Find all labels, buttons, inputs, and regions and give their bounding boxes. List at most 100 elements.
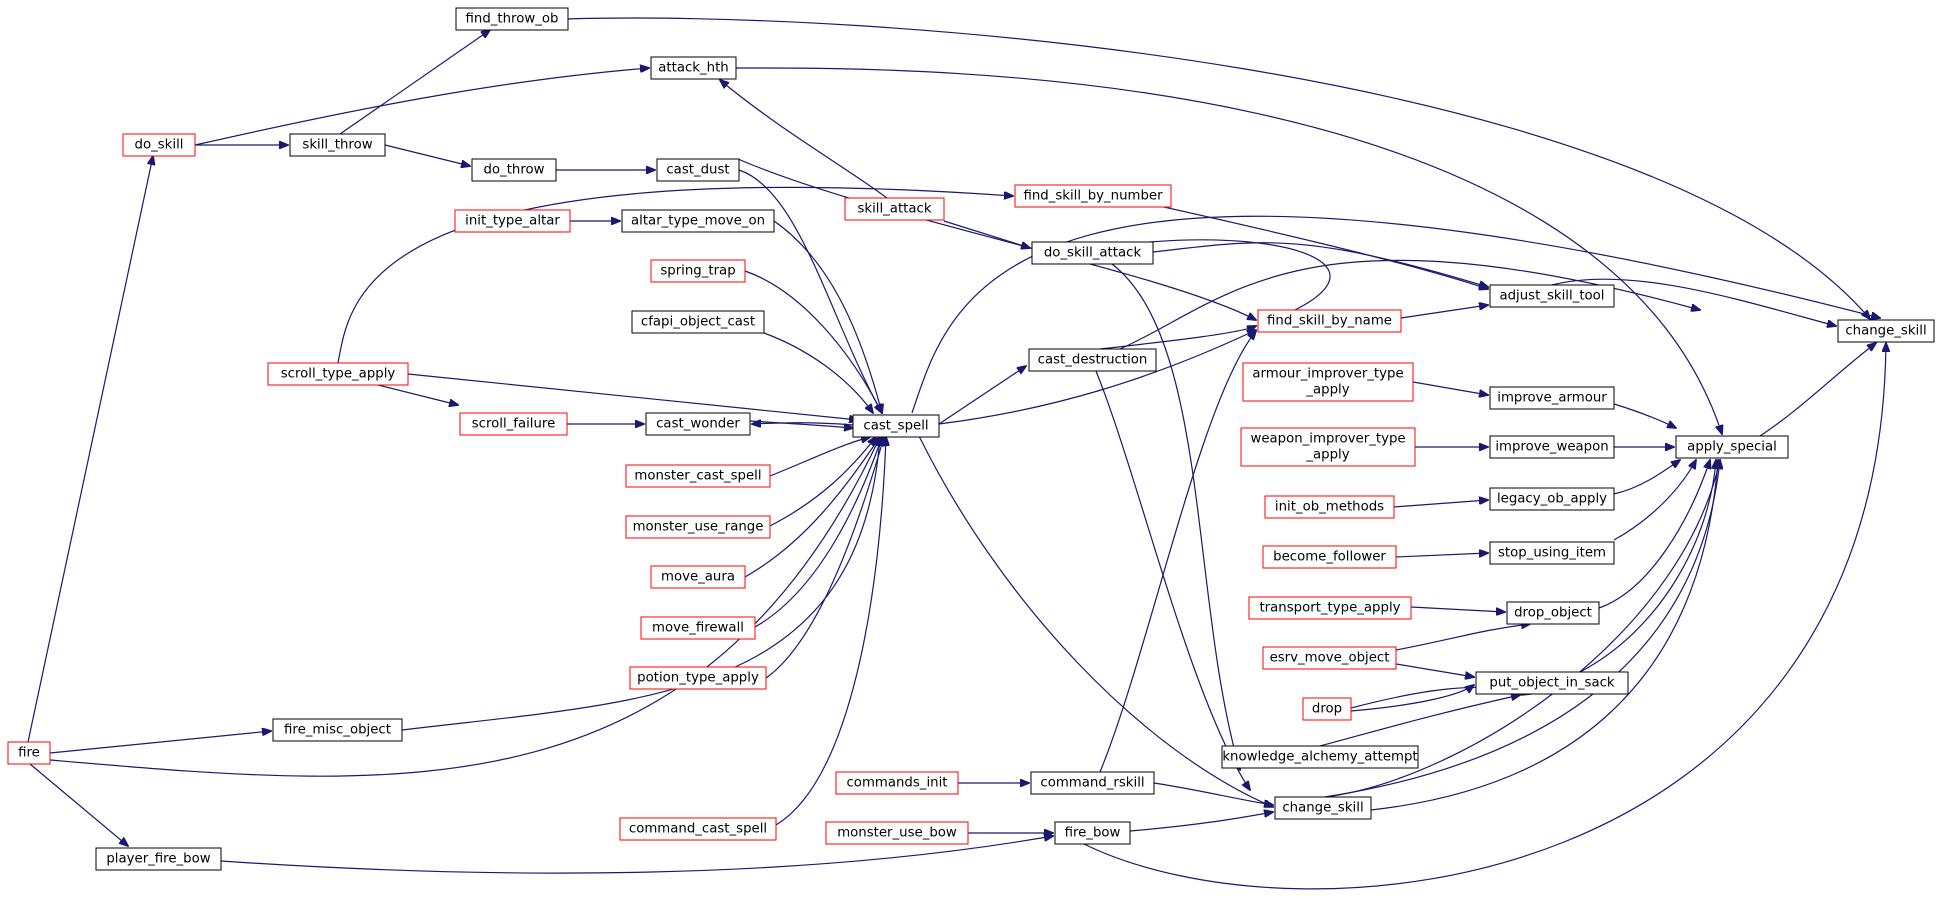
call-edge [737,158,1256,320]
call-edge-path [29,763,128,846]
node-do-throw[interactable]: do_throw [471,158,557,182]
node-altar-type-move-on[interactable]: altar_type_move_on [621,209,775,233]
node-attack-hth[interactable]: attack_hth [650,56,737,80]
call-edge [1095,370,1250,790]
node-legacy-ob-apply[interactable]: legacy_ob_apply [1489,487,1615,511]
node-improve-armour[interactable]: improve_armour [1489,386,1615,410]
node-box [1675,435,1789,459]
call-edge-path [1759,343,1876,437]
call-edge-path [1122,197,1488,289]
node-drop[interactable]: drop [1302,697,1352,721]
node-label: become_follower [1273,550,1386,565]
node-find-skill-by-name[interactable]: find_skill_by_name [1257,309,1402,333]
node-label: improve_weapon [1495,440,1608,455]
node-box [1054,821,1131,845]
node-label: fire_misc_object [284,723,391,738]
call-edge [29,763,128,846]
node-spring-trap[interactable]: spring_trap [650,259,746,283]
node-stop-using-item[interactable]: stop_using_item [1489,541,1615,565]
node-commands-init[interactable]: commands_init [835,771,959,795]
node-change-skill-root: change_skill [1837,319,1935,343]
node-weapon-improver-type-apply[interactable]: weapon_improver_type_apply [1240,427,1416,467]
call-edge-path [1152,242,1488,287]
node-cfapi-object-cast[interactable]: cfapi_object_cast [631,310,765,334]
node-box [625,464,771,488]
node-potion-type-apply[interactable]: potion_type_apply [629,666,767,690]
node-do-skill-attack[interactable]: do_skill_attack [1031,241,1154,265]
node-transport-type-apply[interactable]: transport_type_apply [1248,596,1412,620]
node-fire[interactable]: fire [7,741,51,765]
node-fire-misc-object[interactable]: fire_misc_object [272,718,403,742]
node-label: cast_spell [863,419,928,434]
node-cast-spell[interactable]: cast_spell [852,414,940,438]
node-label: _apply [1305,383,1349,398]
node-box [1489,487,1615,511]
node-label: player_fire_bow [106,852,210,867]
node-move-firewall[interactable]: move_firewall [640,616,756,640]
node-monster-cast-spell[interactable]: monster_cast_spell [625,464,771,488]
node-box [1030,771,1155,795]
call-edge [1122,197,1488,289]
node-find-skill-by-number[interactable]: find_skill_by_number [1014,184,1172,208]
node-box [1257,309,1402,333]
node-box [631,310,765,334]
node-init-ob-methods[interactable]: init_ob_methods [1264,495,1395,519]
node-label: do_skill [135,138,184,153]
node-monster-use-bow[interactable]: monster_use_bow [825,821,969,845]
node-label: fire_bow [1065,826,1121,841]
node-do-skill[interactable]: do_skill [122,133,196,157]
node-player-fire-bow[interactable]: player_fire_bow [95,847,222,871]
node-label: change_skill [1282,801,1363,816]
node-monster-use-range[interactable]: monster_use_range [625,515,771,539]
node-move-aura[interactable]: move_aura [650,565,746,589]
node-cast-wonder[interactable]: cast_wonder [645,412,751,436]
node-find-throw-ob[interactable]: find_throw_ob [455,7,569,31]
node-cast-dust[interactable]: cast_dust [656,158,740,182]
node-label: transport_type_apply [1259,601,1400,616]
node-become-follower[interactable]: become_follower [1262,545,1397,569]
node-change-skill-mid[interactable]: change_skill [1274,796,1372,820]
call-edge-path [763,332,873,413]
node-init-type-altar[interactable]: init_type_altar [454,209,571,233]
call-edge-path [1598,460,1710,609]
node-box [1302,697,1352,721]
call-edge-path [1370,460,1718,811]
node-apply-special[interactable]: apply_special [1675,435,1789,459]
nodes-layer: change_skill apply_special adjust_skill_to… [7,7,1935,871]
node-put-object-in-sack[interactable]: put_object_in_sack [1475,671,1629,695]
call-edge-path [27,156,153,743]
call-edge-path [49,731,271,754]
call-edge-path [938,366,1026,425]
call-edge [220,836,1053,874]
node-label: find_throw_ob [466,12,559,27]
node-drop-object[interactable]: drop_object [1506,601,1600,625]
node-skill-throw[interactable]: skill_throw [289,133,386,157]
node-scroll-type-apply[interactable]: scroll_type_apply [267,362,409,386]
node-knowledge-alchemy-attempt[interactable]: knowledge_alchemy_attempt [1221,745,1419,769]
call-edge-path [1412,381,1488,395]
node-adjust-skill-tool[interactable]: adjust_skill_tool [1489,284,1615,308]
call-edge-path [744,270,882,413]
node-label: scroll_failure [472,417,556,432]
node-box [656,158,740,182]
call-edge [943,220,1030,248]
node-label: drop [1312,702,1342,717]
node-esrv-move-object[interactable]: esrv_move_object [1262,646,1397,670]
node-box [629,666,767,690]
node-fire-bow[interactable]: fire_bow [1054,821,1131,845]
node-improve-weapon[interactable]: improve_weapon [1489,435,1615,459]
call-edge [1759,343,1876,437]
call-edge-path [744,437,880,578]
node-armour-improver-type-apply[interactable]: armour_improver_type_apply [1242,362,1414,402]
node-cast-destruction[interactable]: cast_destruction [1028,348,1157,372]
call-edge [384,144,470,166]
call-edge [1111,263,1240,770]
call-edge [1613,403,1676,428]
node-command-cast-spell[interactable]: command_cast_spell [619,817,777,841]
node-scroll-failure[interactable]: scroll_failure [459,412,568,436]
node-skill-attack[interactable]: skill_attack [844,197,945,221]
call-edge-path [1149,239,1331,321]
node-box [1837,319,1935,343]
node-label: cast_wonder [656,417,740,432]
node-command-rskill[interactable]: command_rskill [1030,771,1155,795]
